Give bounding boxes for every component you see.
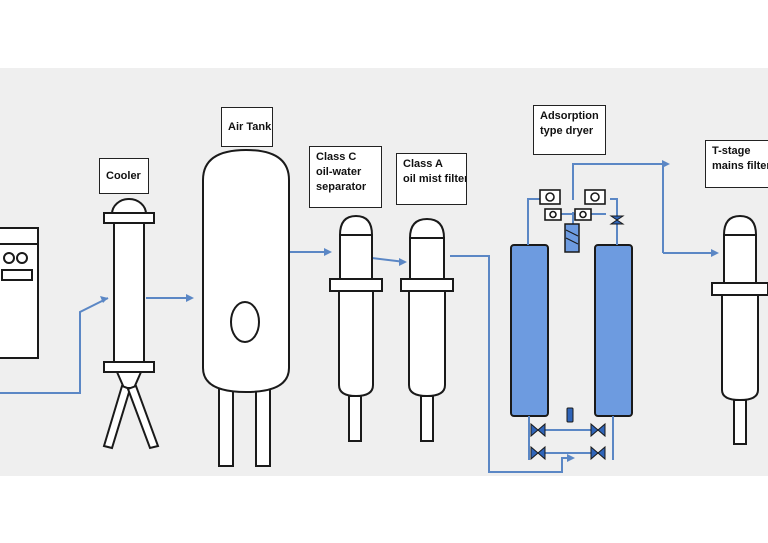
arrowheads (100, 160, 719, 462)
pipe-dryer-bottom (538, 429, 600, 454)
pipe-dryer-top (527, 163, 664, 253)
valve-icon (609, 215, 625, 225)
mains-filter-icon (711, 214, 768, 445)
separator-icon (329, 214, 383, 442)
air-tank-label: Air Tank (221, 107, 273, 147)
arrow-cooler-in (100, 296, 108, 303)
check-valve-icon (539, 189, 606, 221)
oil-mist-filter-icon (400, 217, 454, 442)
cooler-icon (102, 198, 160, 450)
arrow-dryer-in (567, 454, 575, 462)
arrow-filter-in (399, 258, 407, 266)
adsorption-dryer-label: Adsorption type dryer (533, 105, 606, 155)
cooler-label: Cooler (99, 158, 149, 194)
adsorber-right (594, 244, 633, 417)
pipes (0, 163, 717, 473)
arrow-tank-in (186, 294, 194, 302)
manhole (230, 301, 260, 343)
air-tank-icon (202, 148, 290, 467)
t-stage-filter-label: T-stage mains filter (705, 140, 768, 188)
valve-icon (530, 422, 606, 461)
bottom-indicator (566, 407, 574, 423)
class-a-filter-label: Class A oil mist filter (396, 153, 467, 205)
arrow-dryer-top-out (662, 160, 670, 168)
pipe-compressor-to-cooler (0, 297, 109, 394)
adsorption-dryer-icon (510, 189, 633, 461)
adsorber-left (510, 244, 549, 417)
compressor-icon (0, 227, 39, 359)
class-c-separator-label: Class C oil-water separator (309, 146, 382, 208)
arrow-separator-in (324, 248, 332, 256)
pipe-filter-to-dryer (450, 255, 573, 473)
arrow-mains-in (711, 249, 719, 257)
